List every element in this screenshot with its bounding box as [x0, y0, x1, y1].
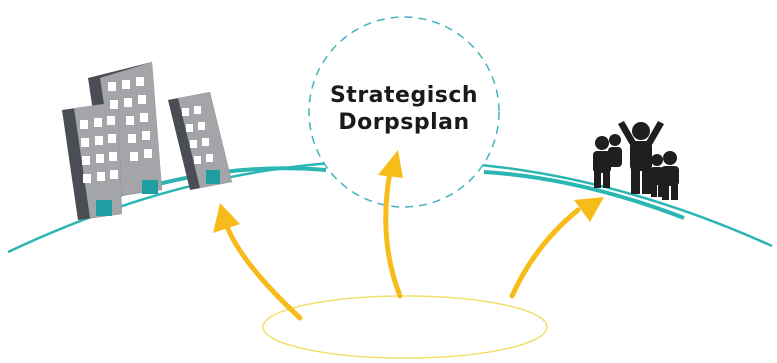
- arrow-center: [378, 150, 403, 299]
- dashed-circle: [308, 16, 500, 208]
- horizon-arc-right-thick: [483, 170, 685, 220]
- plan-title-line1: Strategisch: [329, 83, 479, 108]
- plan-title: Strategisch Dorpsplan: [312, 82, 496, 136]
- arrow-left: [213, 203, 303, 321]
- buildings-icon: [62, 62, 232, 220]
- plan-title-line2: Dorpsplan: [338, 110, 470, 135]
- base-ellipse: [262, 295, 548, 359]
- arrow-right: [509, 197, 604, 299]
- people-icon: [593, 121, 679, 200]
